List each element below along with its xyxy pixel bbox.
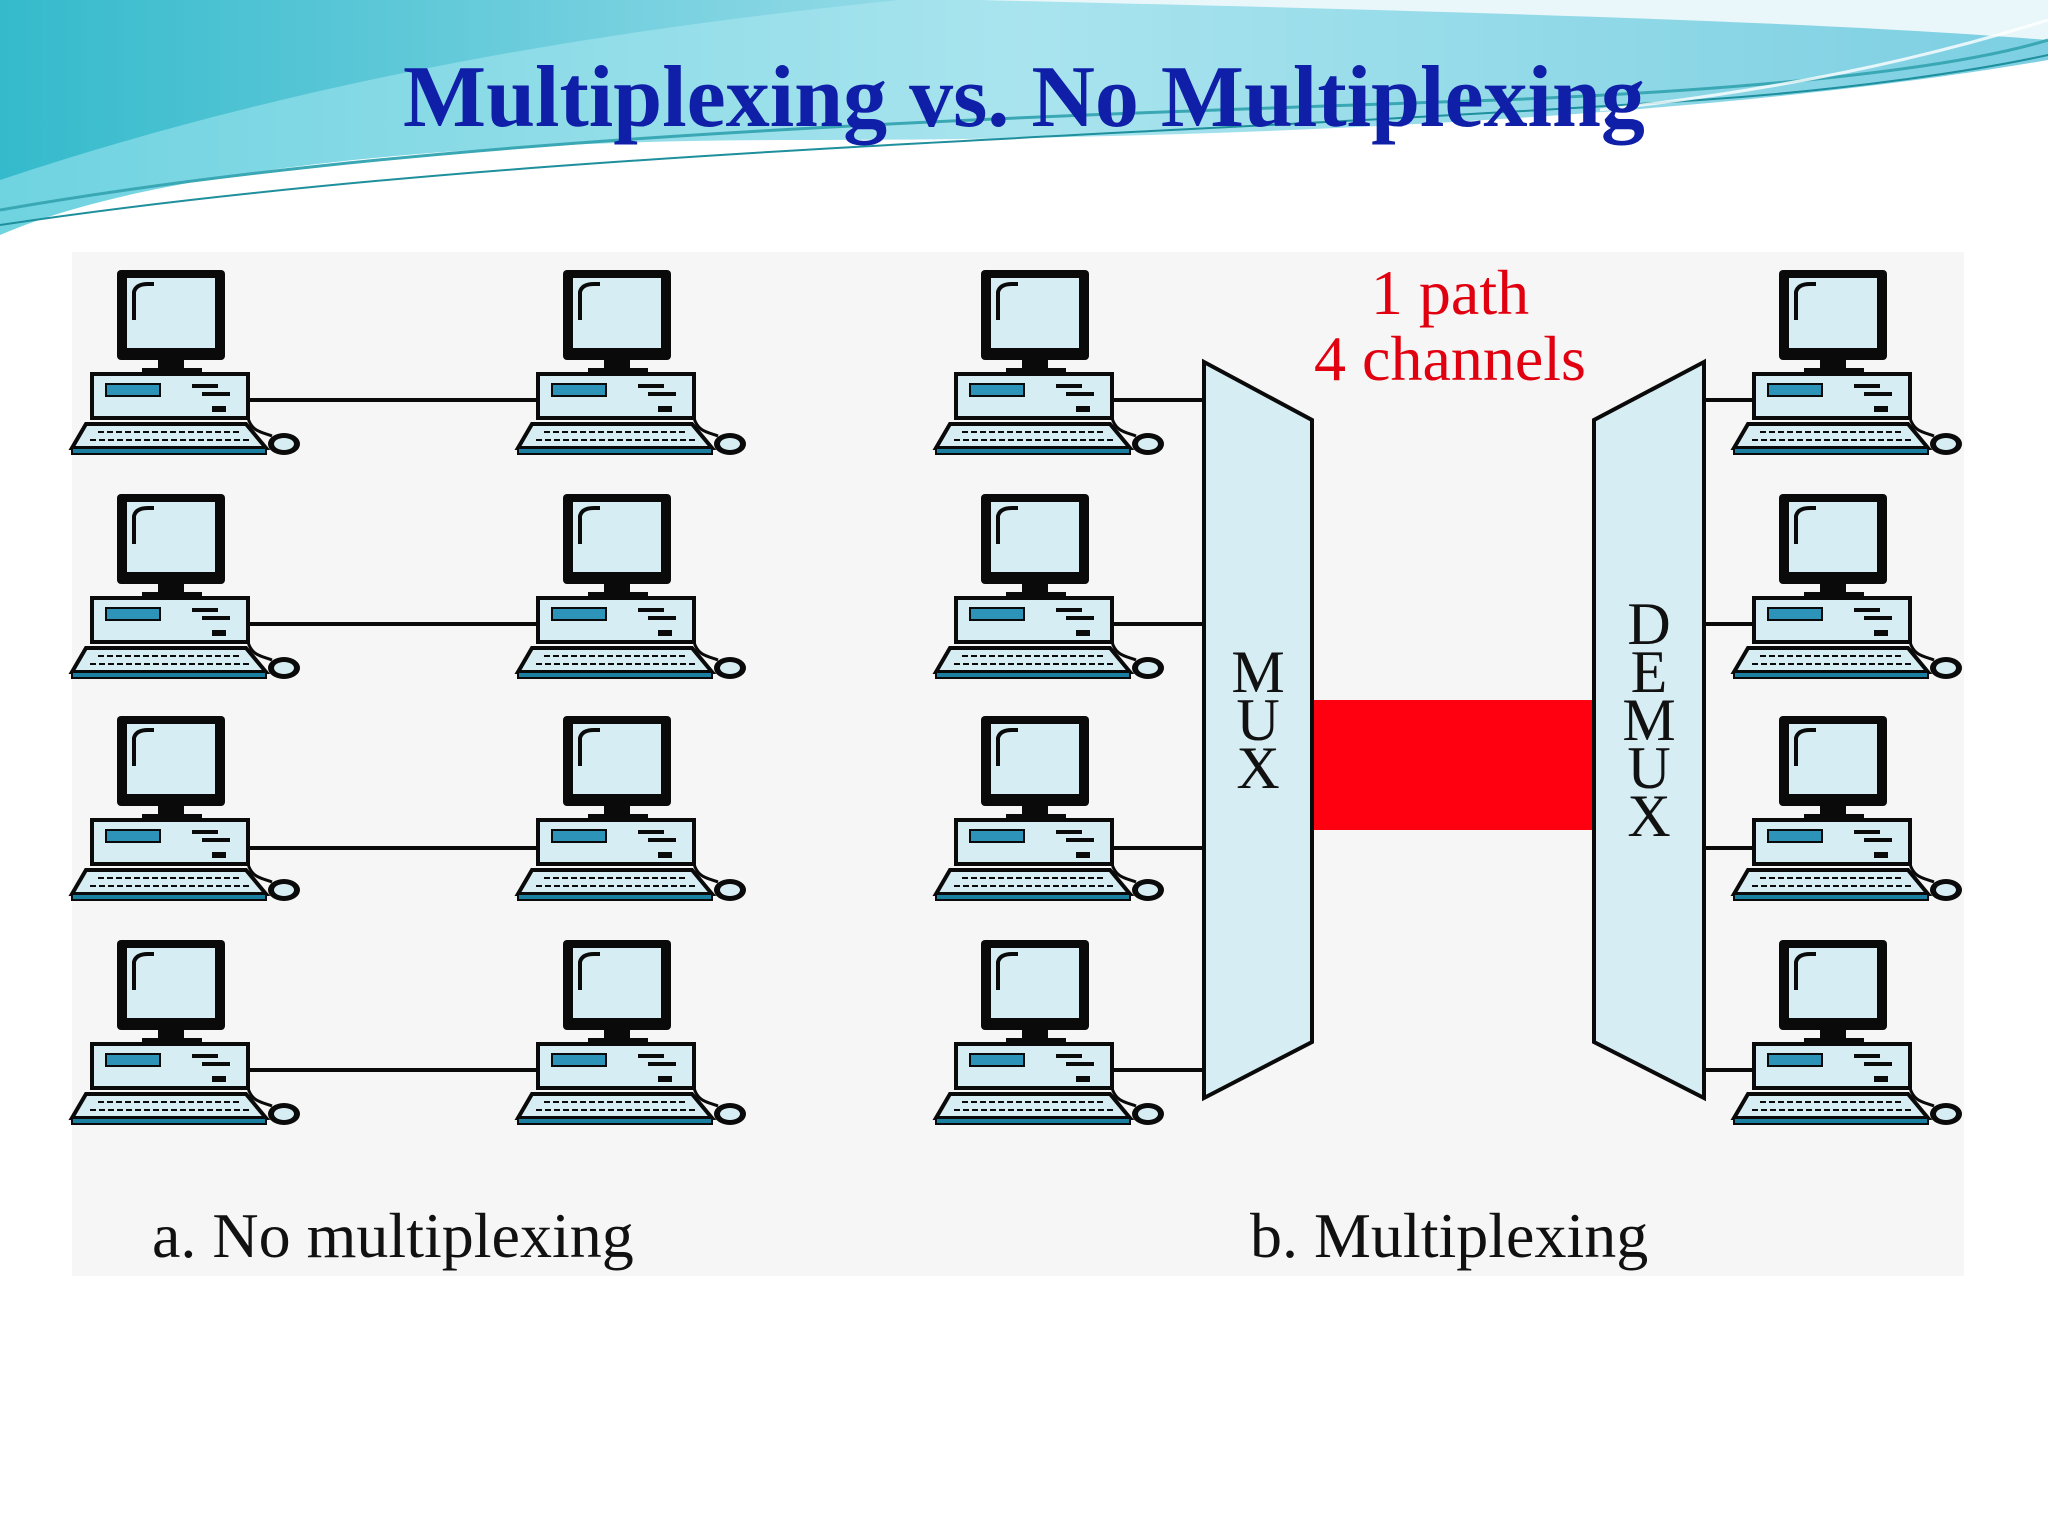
desktop-computer-icon xyxy=(934,714,1166,903)
desktop-computer-icon xyxy=(70,938,302,1127)
header-swoosh xyxy=(0,0,2048,235)
mux-block xyxy=(1202,358,1314,1102)
caption-no-multiplexing: a. No multiplexing xyxy=(152,1200,634,1271)
desktop-computer-icon xyxy=(70,492,302,681)
caption-multiplexing: b. Multiplexing xyxy=(1250,1200,1649,1271)
desktop-computer-icon xyxy=(516,714,748,903)
demux-letter: X xyxy=(1627,783,1671,849)
desktop-computer-icon xyxy=(516,492,748,681)
path-channel-label: 1 path 4 channels xyxy=(1290,260,1610,392)
desktop-computer-icon xyxy=(1732,714,1964,903)
path-label: 1 path xyxy=(1370,257,1530,328)
demux-letter: U xyxy=(1627,735,1671,801)
demux-letter: D xyxy=(1627,591,1671,657)
mux-letter: X xyxy=(1236,735,1280,801)
shared-link-band xyxy=(1312,700,1594,830)
no-multiplexing-diagram xyxy=(70,268,748,1127)
desktop-computer-icon xyxy=(70,714,302,903)
channels-label: 4 channels xyxy=(1314,323,1586,394)
desktop-computer-icon xyxy=(1732,268,1964,457)
slide-title: Multiplexing vs. No Multiplexing xyxy=(403,49,1645,146)
mux-letter: M xyxy=(1231,639,1285,705)
desktop-computer-icon xyxy=(70,268,302,457)
mux-letter: U xyxy=(1236,687,1280,753)
desktop-computer-icon xyxy=(516,938,748,1127)
demux-letter: E xyxy=(1630,639,1668,705)
desktop-computer-icon xyxy=(1732,938,1964,1127)
demux-label: D E M U X xyxy=(1614,591,1684,849)
demux-block xyxy=(1592,358,1706,1102)
mux-label: M U X xyxy=(1223,639,1293,801)
desktop-computer-icon xyxy=(934,268,1166,457)
desktop-computer-icon xyxy=(516,268,748,457)
demux-letter: M xyxy=(1622,687,1676,753)
multiplexing-diagram-b xyxy=(934,268,1964,1127)
desktop-computer-icon xyxy=(934,492,1166,681)
desktop-computer-icon xyxy=(934,938,1166,1127)
desktop-computer-icon xyxy=(1732,492,1964,681)
